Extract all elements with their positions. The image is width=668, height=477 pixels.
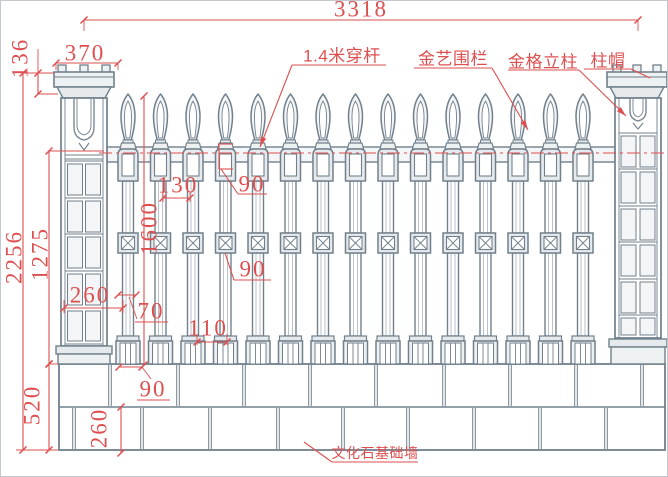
dim-mid-block: 90 — [239, 256, 267, 282]
dim-rail-block: 90 — [238, 171, 266, 197]
dim-base-seat: 90 — [139, 376, 167, 402]
label-foundation-wall: 文化石基础墙 — [331, 445, 419, 461]
dim-base-width: 110 — [188, 315, 228, 341]
label-through-rod: 1.4米穿杆 — [303, 46, 381, 66]
dim-overall-width: 3318 — [334, 0, 388, 22]
dim-bar-width: 70 — [137, 298, 165, 324]
dim-wall-height: 520 — [19, 384, 45, 426]
dim-cap-width: 370 — [64, 40, 106, 66]
label-pillar-cap: 柱帽 — [590, 51, 626, 71]
dim-overall-height: 2256 — [1, 230, 27, 284]
dim-picket-gap: 130 — [157, 172, 199, 198]
label-grid-pillar: 金格立柱 — [508, 52, 578, 72]
dim-brick-height: 260 — [86, 407, 112, 449]
dim-cap-height: 136 — [7, 37, 33, 79]
label-art-fence: 金艺围栏 — [418, 49, 488, 69]
dim-fence-height: 1275 — [27, 227, 53, 281]
dim-picket-height: 1600 — [136, 201, 162, 255]
dim-pillar-width: 260 — [69, 282, 111, 308]
